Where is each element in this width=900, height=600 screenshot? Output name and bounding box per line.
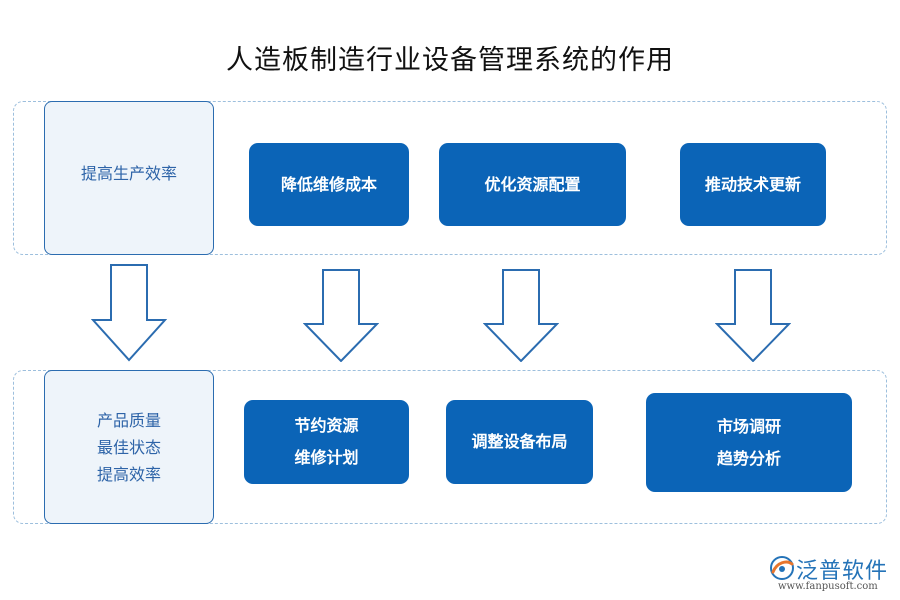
- top-side-label: 提高生产效率: [80, 164, 177, 183]
- down-arrow-icon: [715, 269, 791, 362]
- node-line: 调整设备布局: [471, 432, 568, 451]
- bottom-side-box: 产品质量 最佳状态 提高效率: [44, 370, 214, 524]
- node-tech-update: 推动技术更新: [680, 143, 826, 226]
- node-label: 优化资源配置: [484, 174, 581, 194]
- diagram-title: 人造板制造行业设备管理系统的作用: [226, 45, 674, 76]
- down-arrow-icon: [303, 269, 379, 362]
- watermark-logo: 泛普软件 www.fanpusoft.com: [758, 554, 898, 596]
- bottom-side-line: 产品质量: [96, 410, 161, 430]
- node-market-research: 市场调研 趋势分析: [646, 393, 852, 492]
- node-adjust-layout: 调整设备布局: [446, 400, 593, 484]
- node-optimize-resources: 优化资源配置: [439, 143, 626, 226]
- bottom-side-line: 提高效率: [96, 464, 161, 484]
- node-line: 维修计划: [294, 448, 359, 467]
- fanpu-logo-icon: [770, 556, 794, 580]
- bottom-side-line: 最佳状态: [96, 437, 161, 457]
- down-arrow-icon: [91, 264, 167, 362]
- node-label: 降低维修成本: [280, 174, 377, 194]
- top-side-box: 提高生产效率: [44, 101, 214, 255]
- watermark-name: 泛普软件: [796, 559, 889, 584]
- node-reduce-maintenance-cost: 降低维修成本: [249, 143, 409, 226]
- down-arrow-icon: [483, 269, 559, 362]
- watermark-url: www.fanpusoft.com: [778, 581, 878, 592]
- node-line: 节约资源: [294, 416, 359, 435]
- node-label: 推动技术更新: [704, 174, 801, 194]
- node-save-resources: 节约资源 维修计划: [244, 400, 409, 484]
- node-line: 市场调研: [716, 416, 781, 436]
- node-line: 趋势分析: [716, 448, 781, 468]
